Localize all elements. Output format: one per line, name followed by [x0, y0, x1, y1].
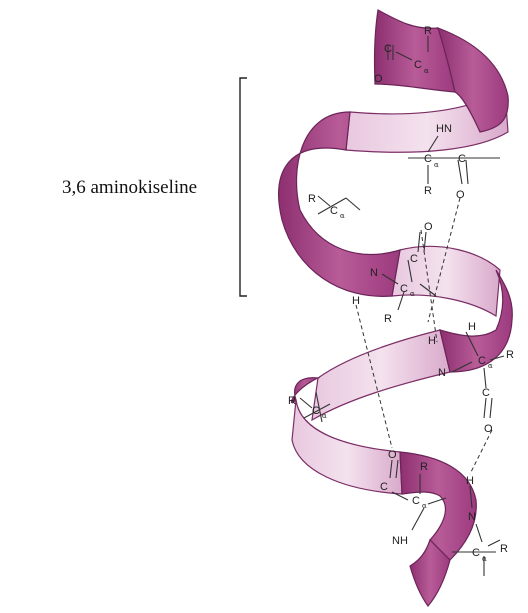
- atom-label: C: [400, 283, 408, 295]
- atom-label: C: [380, 481, 388, 493]
- atom-label: N: [370, 267, 378, 279]
- atom-label: C: [412, 495, 420, 507]
- alpha-label: α: [482, 555, 487, 563]
- turn-bracket: [240, 78, 247, 296]
- atom-label: C: [424, 153, 432, 165]
- atom-label: C: [458, 153, 466, 165]
- atom-label: N: [468, 511, 476, 523]
- atom-label: C: [472, 547, 480, 559]
- atom-label: H: [428, 335, 436, 347]
- alpha-label: α: [424, 67, 429, 75]
- atom-label: C: [414, 59, 422, 71]
- atom-label: R: [420, 461, 428, 473]
- alpha-label: α: [410, 290, 415, 298]
- atom-label: R: [384, 313, 392, 325]
- atom-label: O: [374, 73, 383, 85]
- alpha-label: α: [422, 502, 427, 510]
- alpha-label: α: [434, 161, 439, 169]
- atom-label: C: [482, 387, 490, 399]
- atom-label: O: [456, 189, 465, 201]
- atom-label: N: [438, 367, 446, 379]
- atom-label: R: [288, 395, 296, 407]
- alpha-label: α: [340, 212, 345, 220]
- atom-label: R: [308, 193, 316, 205]
- atom-label: R: [506, 349, 514, 361]
- atom-label: R: [424, 185, 432, 197]
- atom-label: R: [424, 25, 432, 37]
- atom-label: HN: [436, 123, 452, 135]
- atom-label: H: [466, 475, 474, 487]
- ribbon-back-segment: [392, 246, 500, 316]
- hydrogen-bond: [470, 430, 492, 474]
- atom-label: C: [384, 43, 392, 55]
- alpha-label: α: [488, 362, 493, 370]
- ribbon-back-segment: [292, 400, 402, 494]
- alpha-label: α: [322, 412, 327, 420]
- atom-label: O: [424, 221, 433, 233]
- atom-label: NH: [392, 535, 408, 547]
- atom-label: R: [500, 543, 508, 555]
- atom-label: H: [468, 321, 476, 333]
- atom-label: C: [330, 205, 338, 217]
- atom-label: O: [484, 423, 493, 435]
- atom-label: H: [352, 295, 360, 307]
- atom-label: C: [478, 355, 486, 367]
- atom-label: C: [312, 405, 320, 417]
- atom-label: O: [388, 449, 397, 461]
- atom-label: C: [410, 253, 418, 265]
